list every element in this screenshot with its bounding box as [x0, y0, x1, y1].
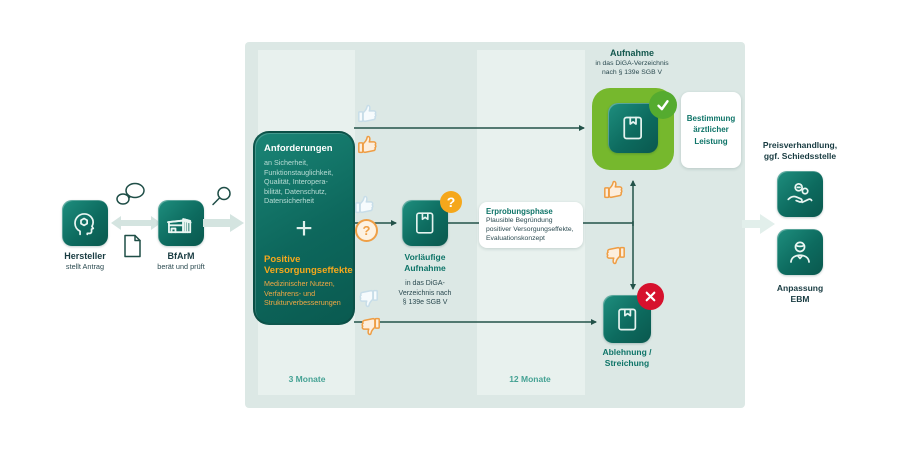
- trial-phase-title: Erprobungsphase: [486, 207, 553, 216]
- to-pricing-arrow: [742, 214, 775, 234]
- thumb-up-icon: [356, 101, 382, 127]
- document-icon: [124, 234, 141, 258]
- determination-box: Bestimmung ärztlicher Leistung: [681, 92, 741, 168]
- head-gear-icon: [74, 213, 95, 236]
- plus-icon: +: [295, 211, 313, 245]
- hand-coins-icon: [787, 183, 813, 204]
- to-process-arrow: [203, 214, 244, 232]
- thumb-down-icon: [354, 285, 380, 311]
- requirements-title: Anforderungen: [264, 143, 333, 154]
- question-icon: ?: [440, 191, 462, 213]
- phase1-duration: 3 Monate: [288, 374, 326, 384]
- book-icon: [411, 209, 439, 237]
- bfarm-title: BfArM: [167, 251, 195, 261]
- admission-label: Aufnahme in das DiGA-Verzeichnis nach § …: [580, 48, 684, 77]
- provisional-subtitle: in das DiGA- Verzeichnis nach § 139e SGB…: [398, 280, 452, 306]
- trial-phase-subtitle: Plausible Begründung positiver Versorgun…: [486, 217, 574, 242]
- building-icon: [167, 218, 192, 234]
- thumb-down-icon: [356, 313, 382, 339]
- bfarm-label: BfArM berät und prüft: [138, 251, 224, 271]
- exchange-arrow: [111, 216, 161, 230]
- thumb-down-icon: [601, 242, 627, 268]
- thumb-up-icon: [356, 132, 382, 158]
- ebm-label: Anpassung EBM: [776, 283, 824, 304]
- question-icon: ?: [355, 219, 378, 242]
- hersteller-label: Hersteller stellt Antrag: [42, 251, 128, 271]
- check-icon: [649, 91, 677, 119]
- thumb-up-icon: [353, 192, 379, 218]
- hersteller-box: [62, 200, 108, 246]
- doctor-icon: [790, 241, 810, 263]
- book-icon: [618, 113, 648, 143]
- admission-subtitle: in das DiGA-Verzeichnis nach § 139e SGB …: [595, 60, 669, 76]
- provisional-admission-box: [402, 200, 448, 246]
- provisional-title: Vorläufige Aufnahme: [404, 252, 446, 273]
- x-icon: [637, 283, 664, 310]
- determination-label: Bestimmung ärztlicher Leistung: [686, 113, 736, 146]
- pricing-label: Preisverhandlung, ggf. Schiedsstelle: [762, 140, 838, 161]
- hersteller-title: Hersteller: [64, 251, 106, 261]
- phase2-duration: 12 Monate: [509, 374, 551, 384]
- thumb-up-icon: [602, 177, 628, 203]
- pricing-box: [777, 171, 823, 217]
- ebm-box: [777, 229, 823, 275]
- positive-effects-subtitle: Medizinischer Nutzen, Verfahrens- und St…: [264, 278, 341, 308]
- bfarm-box: [158, 200, 204, 246]
- trial-phase-box: Erprobungsphase Plausible Begründung pos…: [479, 202, 583, 248]
- requirements-box: Anforderungen an Sicherheit, Funktionsta…: [253, 131, 355, 325]
- hersteller-subtitle: stellt Antrag: [65, 262, 105, 271]
- admission-title: Aufnahme: [609, 48, 654, 58]
- book-icon: [613, 305, 642, 334]
- rejection-label: Ablehnung / Streichung: [602, 347, 652, 368]
- bfarm-subtitle: berät und prüft: [157, 262, 205, 271]
- requirements-subtitle: an Sicherheit, Funktionstauglichkeit, Qu…: [264, 158, 334, 206]
- magnifier-icon: [212, 186, 231, 206]
- positive-effects-title: Positive Versorgungseffekte: [264, 253, 353, 276]
- speech-bubbles-icon: [116, 182, 145, 205]
